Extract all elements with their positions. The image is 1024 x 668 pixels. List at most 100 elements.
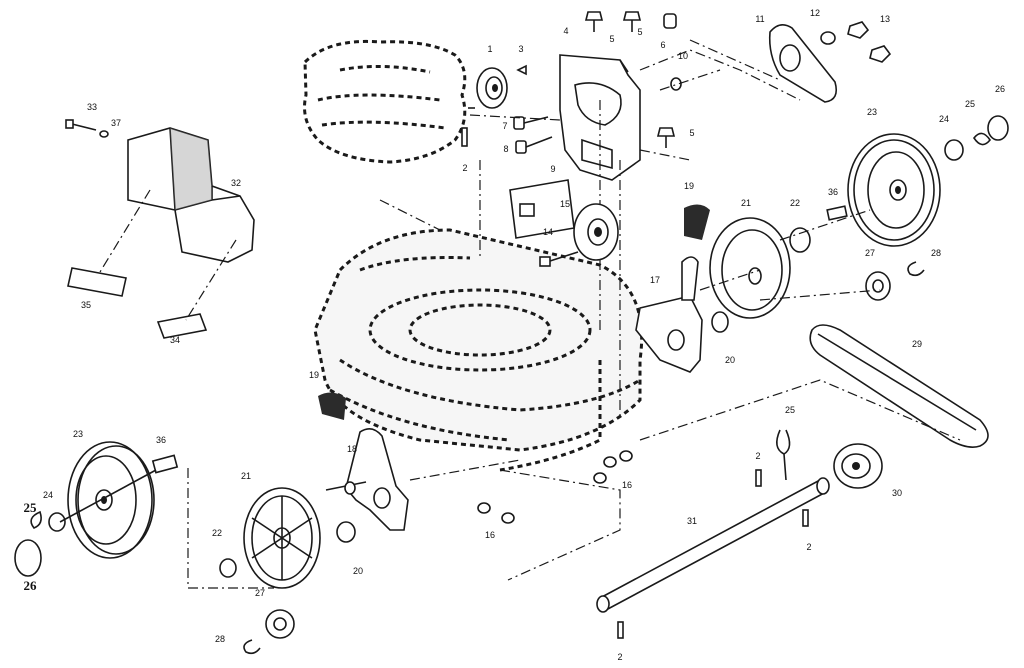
callout-c25a: 25 xyxy=(965,99,975,109)
callout-c36a: 36 xyxy=(828,187,838,197)
top-bolts xyxy=(584,11,677,148)
pulley-15 xyxy=(573,203,619,261)
plate-9 xyxy=(509,179,575,239)
pulley-30 xyxy=(833,443,883,489)
wheel-23-left xyxy=(67,441,155,559)
callout-c16a: 16 xyxy=(622,480,632,490)
axle-line-left xyxy=(59,469,157,523)
leader-lines-mid xyxy=(499,209,961,581)
gear-27-right xyxy=(865,271,891,301)
hitch-pin-25 xyxy=(776,429,791,481)
callout-c33: 33 xyxy=(87,102,97,112)
clip-28-left xyxy=(243,639,261,655)
drive-belt xyxy=(809,324,989,448)
wheel-21-right xyxy=(709,217,791,319)
washer xyxy=(670,77,682,91)
callout-c4: 4 xyxy=(563,26,568,36)
callout-c7: 7 xyxy=(502,121,507,131)
leader-lines-top xyxy=(469,39,801,161)
callout-c36b: 36 xyxy=(156,435,166,445)
wheel-23-right xyxy=(847,133,941,247)
callout-c2d: 2 xyxy=(617,652,622,662)
callout-c26b: 26 xyxy=(24,578,38,593)
callout-c19b: 19 xyxy=(309,370,319,380)
callout-c21b: 21 xyxy=(241,471,251,481)
callout-c12: 12 xyxy=(810,8,820,18)
callout-c34: 34 xyxy=(170,335,180,345)
leader-left-wheel xyxy=(187,468,274,589)
callout-c23b: 23 xyxy=(73,429,83,439)
callout-c2c: 2 xyxy=(806,542,811,552)
rear-baffle xyxy=(127,127,255,263)
gear-27-left xyxy=(265,609,295,639)
pin-2b xyxy=(755,469,762,487)
callout-c5c: 5 xyxy=(689,128,694,138)
callout-c9: 9 xyxy=(550,164,555,174)
callout-c37: 37 xyxy=(111,118,121,128)
adjuster-18 xyxy=(325,428,409,531)
washer-22b xyxy=(219,558,237,578)
pin-2d xyxy=(617,621,624,639)
callout-c11: 11 xyxy=(755,14,764,24)
callout-c22a: 22 xyxy=(790,198,800,208)
washer-20b xyxy=(336,521,356,543)
drive-axle-31 xyxy=(596,477,830,613)
callout-c24a: 24 xyxy=(939,114,949,124)
key xyxy=(516,64,527,76)
callout-c18: 18 xyxy=(347,444,357,454)
callout-c24b: 24 xyxy=(43,490,53,500)
shaft-36a xyxy=(826,205,848,221)
adjuster-17 xyxy=(635,256,703,373)
callout-c27b: 27 xyxy=(255,588,265,598)
mower-deck-phantom xyxy=(313,228,644,472)
callout-c10: 10 xyxy=(678,51,688,61)
frame-bracket xyxy=(559,54,641,181)
callout-c28b: 28 xyxy=(215,634,225,644)
callout-c6: 6 xyxy=(660,40,665,50)
callout-c31: 31 xyxy=(687,516,697,526)
washer-20a xyxy=(711,311,729,333)
hub-cap-left xyxy=(14,510,66,577)
callout-c3: 3 xyxy=(518,44,523,54)
callout-c15: 15 xyxy=(560,199,570,209)
callout-c13: 13 xyxy=(880,14,890,24)
callout-c26a: 26 xyxy=(995,84,1005,94)
adjuster-plate xyxy=(768,21,892,103)
callout-c22b: 22 xyxy=(212,528,222,538)
callout-c32: 32 xyxy=(231,178,241,188)
bolts xyxy=(468,107,553,154)
callout-c8: 8 xyxy=(503,144,508,154)
nuts-16 xyxy=(477,450,633,524)
callout-c5b: 5 xyxy=(637,27,642,37)
callout-c20b: 20 xyxy=(353,566,363,576)
washer-22a xyxy=(789,227,811,253)
callout-c29: 29 xyxy=(912,339,922,349)
warning-decal-19-left xyxy=(318,392,346,420)
callout-c25b2: 25 xyxy=(24,500,38,515)
hub-cap-right xyxy=(944,115,1009,161)
callout-c5a: 5 xyxy=(609,34,614,44)
callout-c25b: 25 xyxy=(785,405,795,415)
callout-c20a: 20 xyxy=(725,355,735,365)
callout-c27a: 27 xyxy=(865,248,875,258)
bolt-14 xyxy=(539,251,579,267)
labels-35-34 xyxy=(67,189,237,339)
pin xyxy=(461,127,468,147)
callout-c35: 35 xyxy=(81,300,91,310)
warning-decal-19 xyxy=(684,204,710,240)
leader-axle-left xyxy=(409,459,521,481)
wheel-21-left xyxy=(243,487,321,589)
engine-phantom xyxy=(303,39,467,164)
callout-c28a: 28 xyxy=(931,248,941,258)
callout-c1: 1 xyxy=(487,44,492,54)
pulley xyxy=(476,67,508,109)
screw-33 xyxy=(65,119,109,138)
callout-c21a: 21 xyxy=(741,198,751,208)
shaft-36b xyxy=(151,454,179,474)
callout-c19a: 19 xyxy=(684,181,694,191)
clip-28-right xyxy=(907,261,925,277)
callout-c16b: 16 xyxy=(485,530,495,540)
